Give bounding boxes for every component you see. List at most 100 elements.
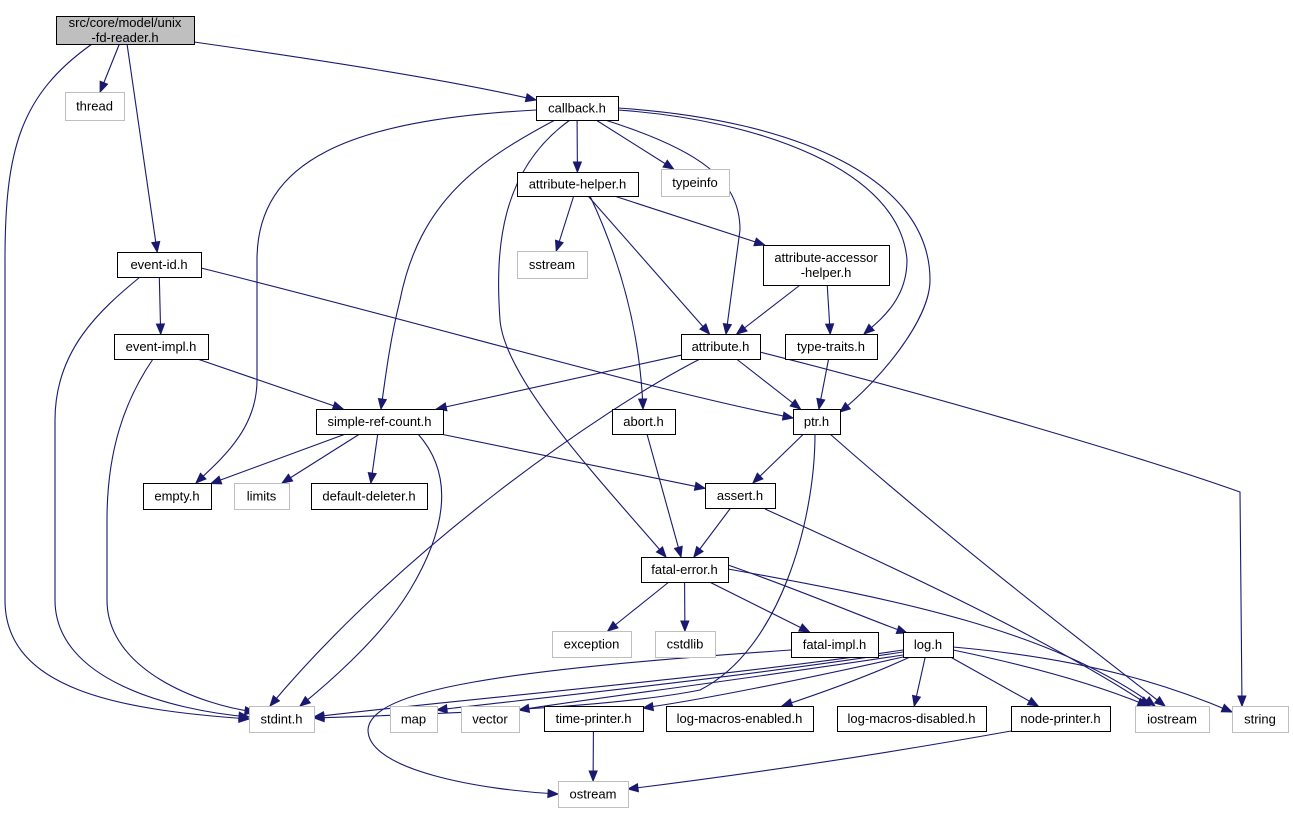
node-label: map <box>401 712 426 727</box>
node-label: time-printer.h <box>556 711 632 726</box>
arrowhead-icon <box>99 80 109 94</box>
arrowhead-icon <box>780 698 794 708</box>
edge-root-to-stdint <box>4 43 250 720</box>
node-box <box>117 252 202 278</box>
arrowhead-icon <box>524 93 538 103</box>
arrowhead-icon <box>722 322 733 336</box>
node-log-macros-enabled[interactable]: log-macros-enabled.h <box>666 706 814 732</box>
arrowhead-icon <box>312 710 326 721</box>
node-log[interactable]: log.h <box>903 632 954 658</box>
arrowhead-icon <box>367 471 377 485</box>
arrowhead-icon <box>816 397 826 411</box>
node-box <box>558 781 629 808</box>
arrowhead-icon <box>1153 695 1167 707</box>
edge-attribute-helper-to-attribute-accessor-helper <box>614 195 765 246</box>
edge-root-to-callback <box>193 41 537 101</box>
node-box <box>641 557 729 583</box>
edge-attribute-helper-to-attribute <box>587 195 710 335</box>
arrowhead-icon <box>641 701 655 712</box>
node-event-id[interactable]: event-id.h <box>117 252 202 278</box>
arrowhead-icon <box>655 545 667 559</box>
node-box <box>517 251 588 279</box>
node-attribute[interactable]: attribute.h <box>681 334 761 360</box>
edge-ptr-to-iostream <box>829 433 1166 707</box>
arrowhead-icon <box>699 322 711 336</box>
arrowhead-icon <box>637 398 648 411</box>
node-box <box>316 409 444 435</box>
node-label: default-deleter.h <box>322 489 415 504</box>
arrowhead-icon <box>838 401 852 413</box>
node-sstream: sstream <box>517 251 588 279</box>
node-label: string <box>1244 712 1276 727</box>
node-box <box>517 172 639 197</box>
edge-root-to-event-id <box>126 43 158 253</box>
node-callback[interactable]: callback.h <box>536 96 619 121</box>
edge-log-to-map <box>436 651 904 711</box>
edge-assert-to-iostream <box>764 508 1151 707</box>
node-box <box>612 409 676 435</box>
node-abort[interactable]: abort.h <box>612 409 676 435</box>
node-thread: thread <box>65 92 125 121</box>
node-box <box>655 631 716 658</box>
node-box <box>1135 706 1210 733</box>
node-box <box>705 483 776 509</box>
node-label: fatal-error.h <box>651 562 717 577</box>
edge-callback-to-type-traits <box>617 109 908 335</box>
edge-node-printer-to-ostream <box>627 730 1012 790</box>
node-time-printer[interactable]: time-printer.h <box>544 706 644 732</box>
node-type-traits[interactable]: type-traits.h <box>785 334 878 360</box>
node-box <box>249 706 315 733</box>
edge-callback-to-typeinfo <box>595 119 674 170</box>
arrowhead-icon <box>673 545 683 559</box>
node-label: attribute.h <box>692 339 750 354</box>
node-node-printer[interactable]: node-printer.h <box>1011 706 1111 732</box>
arrowhead-icon <box>1136 697 1150 707</box>
arrowhead-icon <box>693 481 707 491</box>
node-box <box>661 169 730 197</box>
node-label: abort.h <box>623 414 663 429</box>
node-assert[interactable]: assert.h <box>705 483 776 509</box>
node-attribute-helper[interactable]: attribute-helper.h <box>517 172 639 197</box>
node-label: node-printer.h <box>1020 711 1100 726</box>
node-default-deleter[interactable]: default-deleter.h <box>311 483 428 510</box>
node-box <box>461 706 520 733</box>
node-simple-ref-count[interactable]: simple-ref-count.h <box>316 409 444 435</box>
node-log-macros-disabled[interactable]: log-macros-disabled.h <box>837 706 987 732</box>
node-box <box>666 706 814 732</box>
arrowhead-icon <box>789 398 802 410</box>
node-attribute-accessor-helper[interactable]: attribute-accessor-helper.h <box>763 245 890 286</box>
node-string: string <box>1232 706 1289 733</box>
node-box <box>785 334 878 360</box>
node-label: stdint.h <box>261 712 303 727</box>
arrowhead-icon <box>517 703 531 713</box>
node-label: simple-ref-count.h <box>327 414 431 429</box>
node-fatal-error[interactable]: fatal-error.h <box>641 557 729 583</box>
arrowhead-icon <box>662 159 675 170</box>
arrowhead-icon <box>209 475 223 485</box>
node-root[interactable]: src/core/model/unix-fd-reader.h <box>56 15 195 45</box>
node-label: -helper.h <box>801 265 852 280</box>
arrowhead-icon <box>195 472 207 484</box>
edge-event-impl-to-stdint <box>106 358 256 713</box>
arrowhead-icon <box>547 788 560 799</box>
node-ptr[interactable]: ptr.h <box>793 409 841 435</box>
node-label: ptr.h <box>804 414 829 429</box>
node-label: ostream <box>570 787 617 802</box>
node-event-impl[interactable]: event-impl.h <box>114 334 209 360</box>
arrowhead-icon <box>298 695 312 707</box>
node-fatal-impl[interactable]: fatal-impl.h <box>791 632 879 658</box>
node-empty[interactable]: empty.h <box>143 483 212 510</box>
edge-fatal-error-to-fatal-impl <box>709 581 810 633</box>
node-box <box>552 631 632 658</box>
node-label: log-macros-disabled.h <box>848 711 976 726</box>
arrowhead-icon <box>1143 696 1157 707</box>
arrowhead-icon <box>693 545 704 559</box>
arrowhead-icon <box>753 237 766 247</box>
edges-layer <box>4 41 1247 799</box>
node-box <box>681 334 761 360</box>
edge-log-to-vector <box>518 654 904 711</box>
node-label: -fd-reader.h <box>91 30 158 45</box>
edge-abort-to-fatal-error <box>646 433 682 558</box>
edge-fatal-impl-to-ostream <box>367 649 792 795</box>
edge-attribute-accessor-helper-to-attribute <box>736 284 801 335</box>
